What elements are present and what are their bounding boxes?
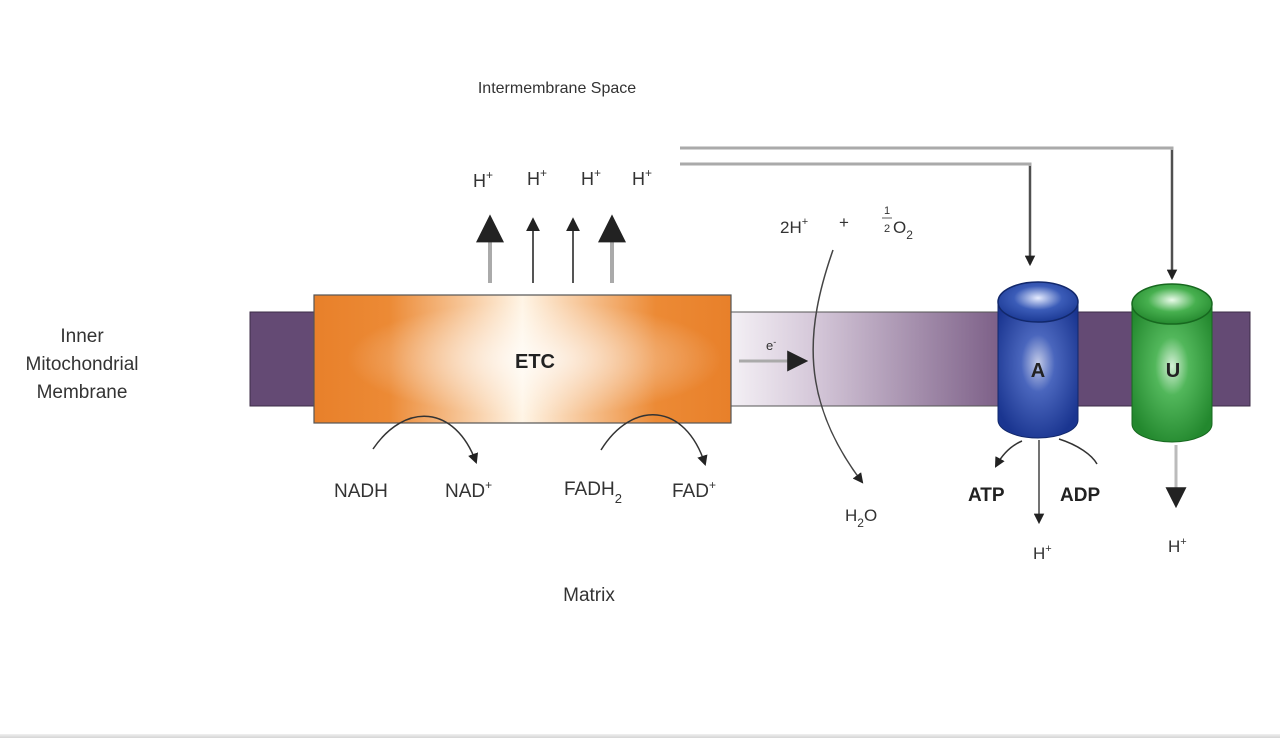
membrane-label-line3: Membrane bbox=[37, 382, 128, 403]
half-fraction: 1 2 bbox=[882, 205, 892, 235]
proton-label-3: H+ bbox=[581, 166, 601, 189]
nad-label: NAD+ bbox=[445, 478, 492, 502]
adp-label: ADP bbox=[1060, 485, 1100, 506]
svg-text:1: 1 bbox=[884, 205, 890, 217]
proton-return-paths bbox=[680, 146, 1178, 281]
intermembrane-space-label: Intermembrane Space bbox=[478, 80, 636, 97]
atp-release-arrow bbox=[994, 440, 1023, 468]
atp-synthase: A bbox=[997, 281, 1079, 439]
fadh2-oxidation-arrow bbox=[600, 414, 708, 466]
fad-label: FAD+ bbox=[672, 478, 716, 502]
proton-label-1: H+ bbox=[473, 168, 493, 191]
etc-complex: ETC bbox=[313, 294, 732, 424]
uncoupler-label: U bbox=[1166, 360, 1180, 382]
proton-pump-arrows bbox=[476, 214, 626, 283]
atp-synthase-label: A bbox=[1031, 360, 1045, 382]
adp-binding-line bbox=[1058, 438, 1098, 465]
matrix-label: Matrix bbox=[563, 585, 615, 606]
uncoupling-protein: U bbox=[1131, 283, 1213, 443]
water-label: H2O bbox=[845, 506, 877, 530]
atp-label: ATP bbox=[968, 485, 1005, 506]
electron-label: e- bbox=[766, 337, 776, 353]
membrane-label: Inner Mitochondrial Membrane bbox=[26, 326, 139, 403]
fadh2-label: FADH2 bbox=[564, 479, 622, 506]
nadh-label: NADH bbox=[334, 481, 388, 502]
path-to-uncoupler bbox=[680, 146, 1174, 278]
water-formation-arrow bbox=[812, 249, 864, 484]
oxygen-reaction-protons: 2H+ bbox=[780, 216, 808, 237]
atp-synthase-proton-label: H+ bbox=[1033, 543, 1052, 563]
membrane-label-line2: Mitochondrial bbox=[26, 354, 139, 375]
etc-label: ETC bbox=[515, 351, 555, 373]
oxygen-molecule: O2 bbox=[893, 218, 913, 242]
proton-label-2: H+ bbox=[527, 166, 547, 189]
uncoupler-proton-label: H+ bbox=[1168, 536, 1187, 556]
membrane-label-line1: Inner bbox=[60, 326, 104, 347]
svg-text:2: 2 bbox=[884, 223, 890, 235]
proton-label-4: H+ bbox=[632, 166, 652, 189]
oxygen-reaction-plus: + bbox=[839, 213, 849, 232]
membrane-gradient-segment bbox=[730, 311, 1002, 407]
bottom-edge bbox=[0, 734, 1280, 738]
path-to-atp-synthase bbox=[680, 162, 1032, 264]
nadh-oxidation-arrow bbox=[372, 415, 479, 464]
